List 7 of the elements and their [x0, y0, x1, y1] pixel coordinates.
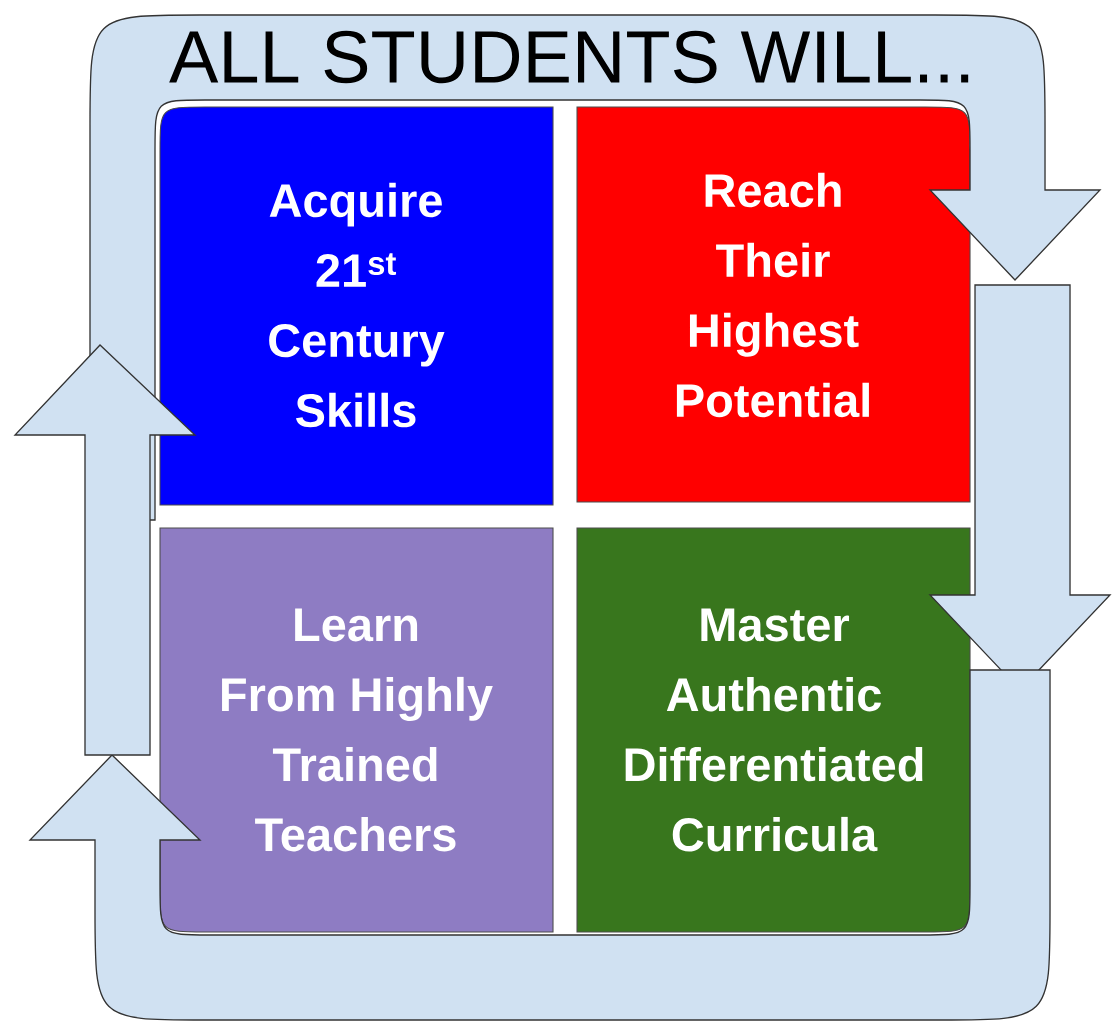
- block-arrow: [29, 669, 1051, 1021]
- quadrant-box: Master Authentic Differentiated Curricula: [576, 527, 971, 933]
- quadrant-box: Learn From Highly Trained Teachers: [159, 527, 554, 933]
- quadrant-box: Reach Their Highest Potential: [576, 106, 971, 503]
- quadrant-box: Acquire 21$^{st}$ Century Skills: [159, 106, 554, 506]
- block-arrow: [13, 344, 197, 756]
- title: ALL STUDENTS WILL...: [169, 30, 969, 84]
